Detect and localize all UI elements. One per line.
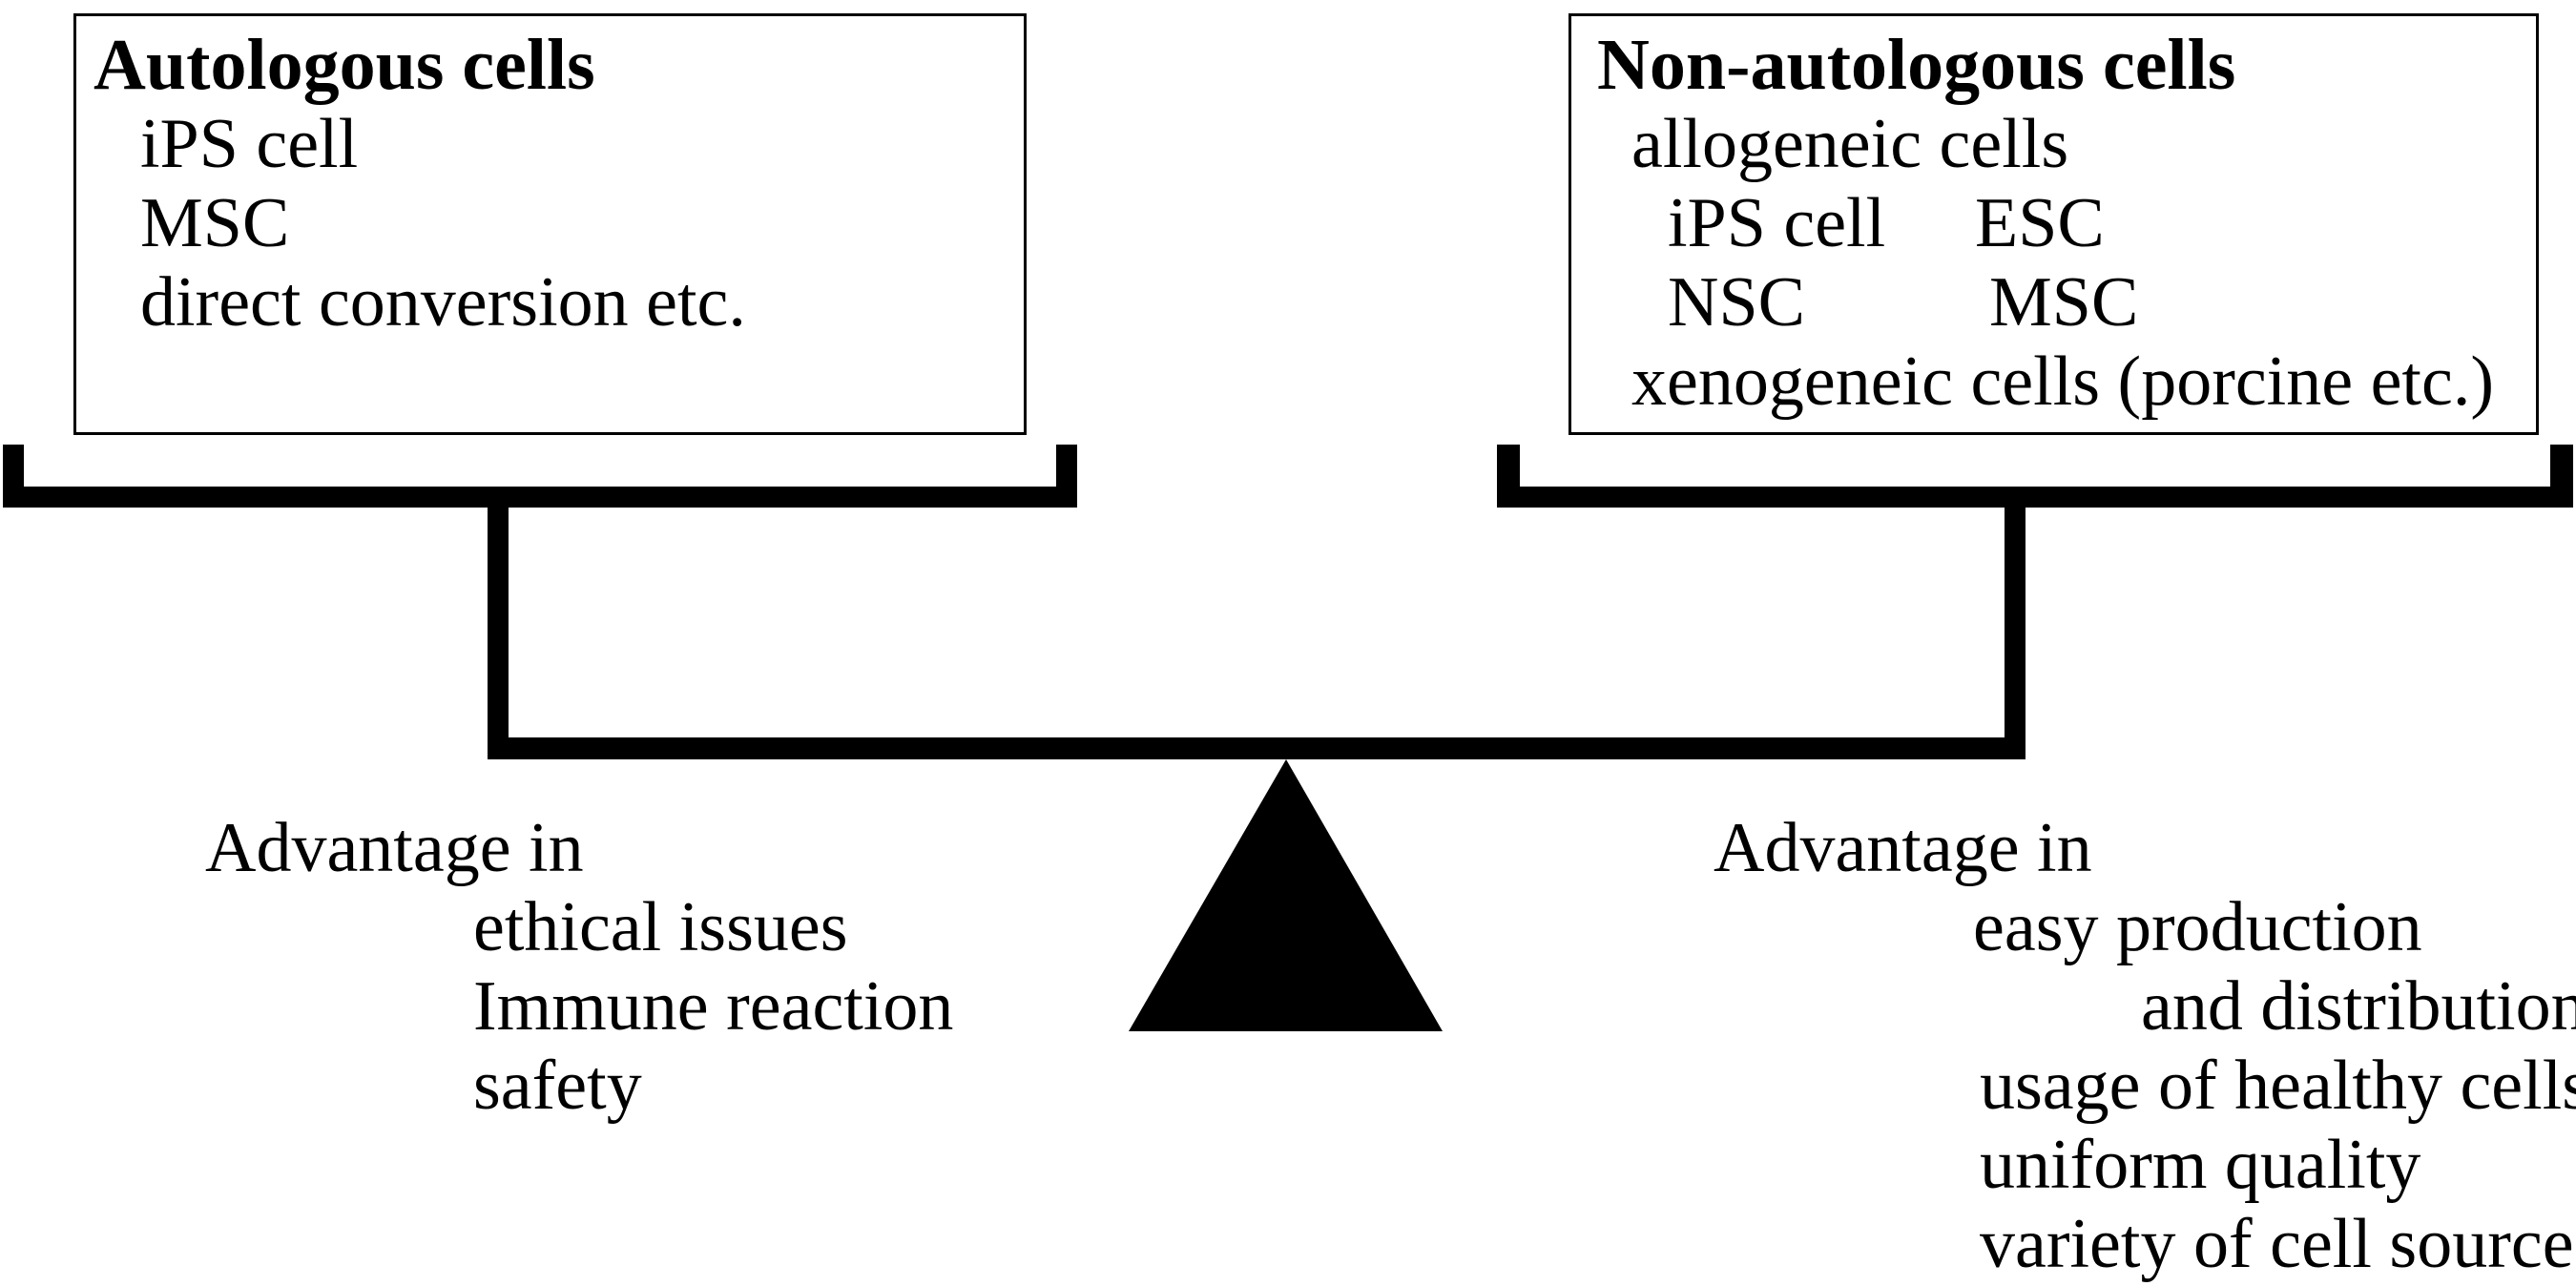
right-advantage-uniform-quality: uniform quality (1980, 1126, 2421, 1204)
autologous-item-ips: iPS cell (140, 105, 359, 183)
right-pan-right-riser (2550, 445, 2573, 508)
non-autologous-box-title: Non-autologous cells (1597, 25, 2236, 105)
left-advantage-immune-reaction: Immune reaction (473, 967, 954, 1046)
autologous-item-direct-conversion: direct conversion etc. (140, 263, 746, 342)
non-autologous-row-1: iPS cell ESC (1571, 184, 2536, 263)
non-autologous-item-allogeneic: allogeneic cells (1631, 105, 2069, 183)
non-autologous-item-xenogeneic: xenogeneic cells (porcine etc.) (1631, 342, 2494, 421)
autologous-item-msc: MSC (140, 184, 290, 262)
right-pan-bar (1497, 487, 2573, 508)
non-autologous-item-msc: MSC (1989, 263, 2139, 342)
right-pan-left-riser (1497, 445, 1520, 508)
left-advantages-block: Advantage in ethical issues Immune react… (205, 809, 953, 1126)
autologous-cells-box: Autologous cells iPS cell MSC direct con… (73, 13, 1027, 435)
left-pan-left-riser (3, 445, 24, 508)
balance-beam (488, 737, 2025, 759)
right-pan-stem (2005, 506, 2025, 739)
autologous-box-title: Autologous cells (93, 25, 595, 105)
non-autologous-row-2: NSC MSC (1571, 263, 2536, 342)
left-advantages-heading: Advantage in (205, 809, 584, 887)
right-advantage-easy-production: easy production (1973, 888, 2422, 966)
left-advantage-ethical-issues: ethical issues (473, 888, 848, 966)
right-advantage-variety-cell-source: variety of cell source (1980, 1205, 2574, 1283)
right-advantage-healthy-cells: usage of healthy cells (1980, 1047, 2576, 1125)
non-autologous-item-nsc: NSC (1668, 263, 1805, 342)
left-advantage-safety: safety (473, 1047, 642, 1125)
left-pan-bar (3, 487, 1077, 508)
right-advantages-block: Advantage in easy production and distrib… (1714, 809, 2576, 1284)
right-advantages-heading: Advantage in (1714, 809, 2092, 887)
non-autologous-item-ips: iPS cell (1668, 184, 1886, 262)
non-autologous-cells-box: Non-autologous cells allogeneic cells iP… (1568, 13, 2539, 435)
left-pan-right-riser (1056, 445, 1077, 508)
non-autologous-item-esc: ESC (1975, 184, 2105, 262)
fulcrum-triangle-icon (1129, 759, 1443, 1031)
right-advantage-and-distribution: and distribution (2141, 967, 2576, 1046)
left-pan-stem (488, 506, 509, 739)
